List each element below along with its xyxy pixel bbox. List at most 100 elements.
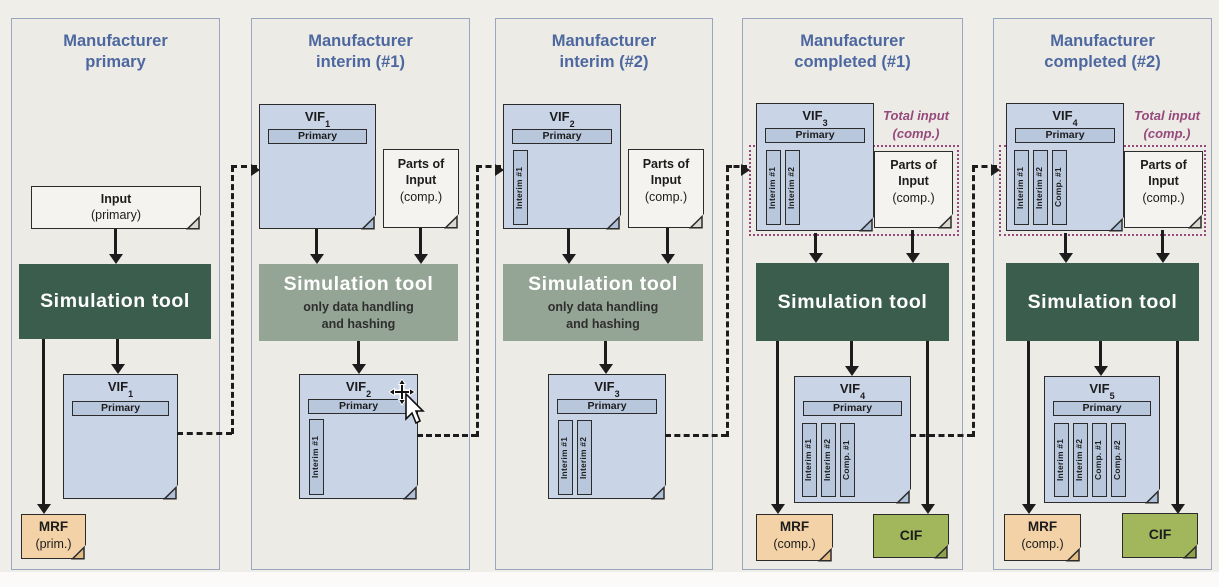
interim-bar: Interim #2 <box>785 150 800 225</box>
primary-bar: Primary <box>557 399 657 414</box>
primary-bar: Primary <box>1015 128 1115 143</box>
interim-bar: Interim #2 <box>577 420 592 495</box>
folded-corner-icon <box>70 543 87 560</box>
flow-arrow <box>911 230 914 253</box>
dashed-connector <box>910 434 973 437</box>
flow-arrow <box>1099 341 1102 366</box>
dashed-connector-arrow <box>476 163 504 176</box>
primary-bar: Primary <box>765 128 865 143</box>
dashed-connector-arrow <box>726 163 750 176</box>
flow-arrow <box>42 339 45 504</box>
panel-title: Manufacturer completed (#1) <box>794 32 911 72</box>
vif-input-doc: VIF2 Primary Interim #1 <box>503 104 622 230</box>
dashed-connector-arrow <box>972 163 1000 176</box>
panel-manufacturer-interim-1: Manufacturer interim (#1) VIF1 Primary P… <box>251 18 470 570</box>
mouse-cursor <box>389 379 425 425</box>
simulation-tool-box: Simulation tool <box>756 263 949 341</box>
interim-bar: Interim #2 <box>821 423 836 497</box>
panel-title: Manufacturer interim (#1) <box>308 32 413 72</box>
folded-corner-icon <box>895 487 912 504</box>
interim-bar: Interim #1 <box>513 150 528 225</box>
dashed-connector <box>476 166 479 437</box>
folded-corner-icon <box>688 212 705 229</box>
folded-corner-icon <box>1187 212 1204 229</box>
cif-output-doc: CIF <box>1122 513 1199 559</box>
flow-arrow <box>1176 341 1179 504</box>
interim-bar: Interim #1 <box>309 419 324 495</box>
interim-bar: Interim #1 <box>802 423 817 497</box>
parts-of-input-doc: Parts of Input (comp.) <box>874 151 954 229</box>
interim-bar: Interim #2 <box>1073 423 1088 497</box>
interim-bar: Interim #1 <box>1014 150 1029 225</box>
vif-output-doc: VIF3 Primary Interim #1 Interim #2 <box>548 374 667 500</box>
folded-corner-icon <box>858 215 875 232</box>
dashed-connector <box>972 166 975 437</box>
folded-corner-icon <box>1182 542 1199 559</box>
cif-output-doc: CIF <box>873 514 950 559</box>
vif-output-doc: VIF4 Primary Interim #1 Interim #2 Comp.… <box>794 376 912 504</box>
interim-bar: Interim #1 <box>1054 423 1069 497</box>
flow-arrow <box>1027 341 1030 504</box>
comp-bar: Comp. #1 <box>840 423 855 497</box>
folded-corner-icon <box>360 213 377 230</box>
parts-of-input-doc: Parts of Input (comp.) <box>628 149 705 229</box>
dashed-connector-arrow <box>231 163 260 176</box>
primary-bar: Primary <box>803 401 902 416</box>
mrf-output-doc: MRF (comp.) <box>1004 514 1082 562</box>
panel-manufacturer-completed-2: Manufacturer completed (#2) Total input … <box>993 18 1212 570</box>
flow-arrow <box>814 233 817 253</box>
flow-arrow <box>666 228 669 254</box>
vif-input-doc: VIF3 Primary Interim #1 Interim #2 <box>756 103 875 232</box>
flow-arrow <box>926 341 929 504</box>
panel-title: Manufacturer primary <box>63 32 168 72</box>
flow-arrow <box>116 339 119 364</box>
dashed-connector <box>665 434 727 437</box>
comp-bar: Comp. #1 <box>1092 423 1107 497</box>
mrf-output-doc: MRF (prim.) <box>21 514 87 560</box>
folded-corner-icon <box>933 542 950 559</box>
dashed-connector <box>726 166 729 437</box>
primary-bar: Primary <box>268 129 367 144</box>
primary-bar: Primary <box>308 399 409 414</box>
primary-bar: Primary <box>1053 401 1151 416</box>
flow-arrow <box>315 229 318 254</box>
primary-bar: Primary <box>512 129 612 144</box>
mrf-output-doc: MRF (comp.) <box>756 514 834 562</box>
panel-title: Manufacturer completed (#2) <box>1044 32 1161 72</box>
flow-arrow <box>604 341 607 364</box>
simulation-tool-box: Simulation tool <box>19 264 211 339</box>
primary-bar: Primary <box>72 401 169 416</box>
panel-title: Manufacturer interim (#2) <box>551 32 657 72</box>
folded-corner-icon <box>817 545 834 562</box>
interim-bar: Interim #2 <box>1033 150 1048 225</box>
input-primary-doc: Input (primary) <box>31 186 202 230</box>
simulation-tool-box: Simulation tool <box>1006 263 1199 341</box>
folded-corner-icon <box>162 483 179 500</box>
folded-corner-icon <box>937 212 954 229</box>
folded-corner-icon <box>1108 215 1125 232</box>
vif-output-doc: VIF2 Primary Interim #1 <box>299 374 419 500</box>
vif-input-doc: VIF4 Primary Interim #1 Interim #2 Comp.… <box>1006 103 1125 232</box>
panel-manufacturer-completed-1: Manufacturer completed (#1) Total input … <box>742 18 963 570</box>
folded-corner-icon <box>1144 487 1161 504</box>
vif-input-doc: VIF1 Primary <box>259 104 377 230</box>
flow-arrow <box>419 228 422 254</box>
total-input-label: Total input (comp.) <box>1134 108 1200 141</box>
bottom-margin <box>0 572 1219 587</box>
flow-arrow <box>114 229 117 254</box>
comp-bar: Comp. #2 <box>1111 423 1126 497</box>
parts-of-input-doc: Parts of Input (comp.) <box>1124 151 1204 229</box>
folded-corner-icon <box>443 212 460 229</box>
vif-output-doc: VIF5 Primary Interim #1 Interim #2 Comp.… <box>1044 376 1161 504</box>
folded-corner-icon <box>185 213 202 230</box>
folded-corner-icon <box>650 483 667 500</box>
folded-corner-icon <box>605 213 622 230</box>
flow-arrow <box>1161 230 1164 253</box>
flow-arrow <box>357 341 360 364</box>
folded-corner-icon <box>1065 545 1082 562</box>
flow-arrow <box>1064 233 1067 253</box>
vif-output-doc: VIF1 Primary <box>63 374 179 500</box>
dashed-connector <box>417 434 477 437</box>
